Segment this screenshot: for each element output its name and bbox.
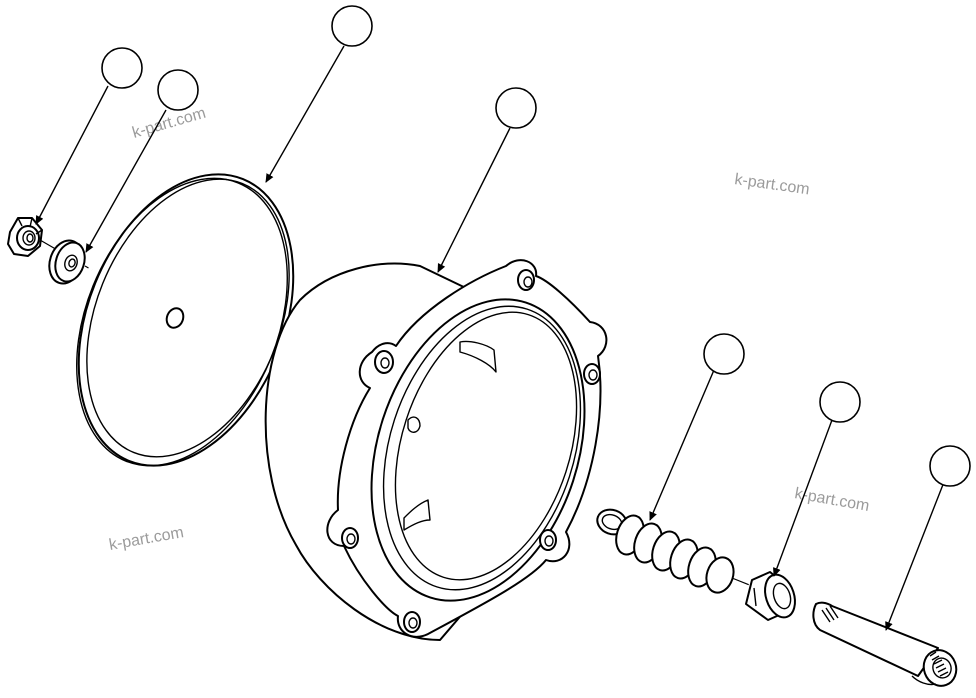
callout-nut[interactable] xyxy=(101,47,143,89)
callout-bubble-spring[interactable] xyxy=(703,333,745,375)
watermark-top-right: k-part.com xyxy=(733,171,810,198)
flange-nut xyxy=(7,217,43,257)
callout-bubble-shaft[interactable] xyxy=(929,445,971,487)
callout-bubble-washer[interactable] xyxy=(157,69,199,111)
centerline-spring-bushing xyxy=(731,577,753,587)
watermark-right: k-part.com xyxy=(793,485,870,515)
splined-shaft xyxy=(812,601,958,687)
washer xyxy=(48,239,86,285)
leader-spring xyxy=(649,369,715,521)
bushing xyxy=(745,571,796,621)
callout-shaft[interactable] xyxy=(929,445,971,487)
callout-bushing[interactable] xyxy=(819,381,861,423)
callout-bubble-bushing[interactable] xyxy=(819,381,861,423)
leader-lines xyxy=(35,45,945,631)
callout-bubble-housing[interactable] xyxy=(495,87,537,129)
callout-gasket[interactable] xyxy=(331,5,373,47)
leader-shaft xyxy=(885,481,945,631)
callout-bubble-nut[interactable] xyxy=(101,47,143,89)
leader-gasket xyxy=(265,45,345,183)
callout-spring[interactable] xyxy=(703,333,745,375)
watermark-bottom-left: k-part.com xyxy=(108,524,185,554)
housing xyxy=(264,259,608,641)
leader-nut xyxy=(35,85,109,225)
callout-housing[interactable] xyxy=(495,87,537,129)
leader-washer xyxy=(85,109,167,253)
coil-spring xyxy=(596,508,735,594)
leader-bushing xyxy=(773,419,833,577)
callout-bubble-gasket[interactable] xyxy=(331,5,373,47)
callout-washer[interactable] xyxy=(157,69,199,111)
watermark-top-left: k-part.com xyxy=(130,105,207,142)
leader-housing xyxy=(437,127,511,273)
